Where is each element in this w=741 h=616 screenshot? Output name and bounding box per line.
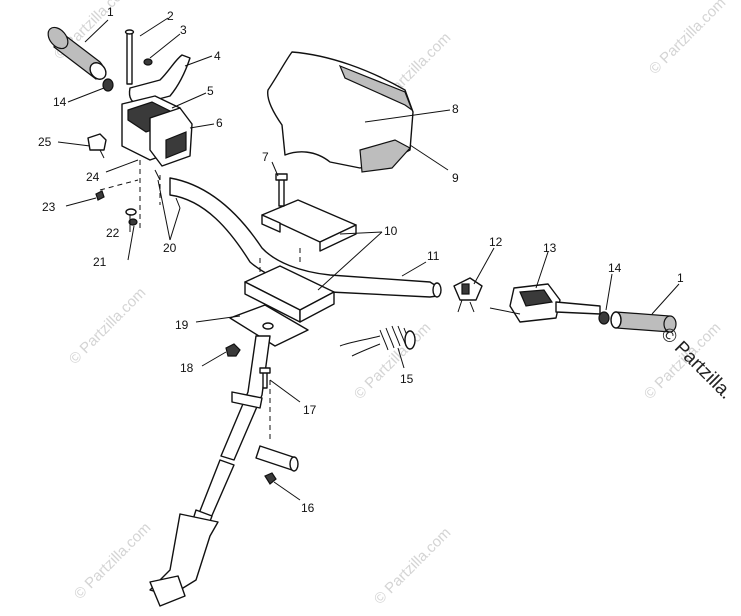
callout-5: 5	[207, 84, 214, 98]
callouts: 1 2 3 4 5 6 7 8 9 10 11 12 13 14 14 1 15…	[38, 5, 684, 515]
connector	[453, 277, 483, 313]
callout-25: 25	[38, 135, 52, 149]
callout-21: 21	[93, 255, 107, 269]
callout-11: 11	[427, 249, 440, 263]
watermark: © Partzilla.com	[646, 0, 729, 78]
nut	[143, 58, 153, 66]
coil	[339, 325, 416, 357]
handlebar	[169, 177, 442, 298]
callout-9: 9	[452, 171, 459, 185]
small-hardware	[87, 133, 181, 226]
callout-16: 16	[301, 501, 315, 515]
nut-18	[225, 343, 241, 357]
watermark: © Partzilla.com	[371, 524, 454, 607]
callout-17: 17	[303, 403, 317, 417]
grip-end-left	[102, 78, 114, 92]
callout-1-right: 1	[677, 271, 684, 285]
callout-3: 3	[180, 23, 187, 37]
callout-18: 18	[180, 361, 194, 375]
pin	[124, 29, 135, 85]
grip-end-right	[598, 311, 610, 325]
callout-6: 6	[216, 116, 223, 130]
clamp-upper	[261, 199, 357, 252]
switch	[149, 107, 193, 167]
callout-13: 13	[543, 241, 557, 255]
alignment-lines	[99, 160, 301, 440]
leader-lines	[57, 17, 680, 501]
steering-post	[149, 335, 271, 607]
watermark: © Partzilla.com	[351, 319, 434, 402]
callout-20: 20	[163, 241, 177, 255]
callout-8: 8	[452, 102, 459, 116]
callout-7: 7	[262, 150, 269, 164]
watermark: © Partzilla.com	[71, 519, 154, 602]
callout-14-left: 14	[53, 95, 67, 109]
sleeve	[255, 445, 299, 472]
clamp-lower	[244, 265, 335, 323]
callout-22: 22	[106, 226, 120, 240]
watermark: © Partzilla.com	[66, 284, 149, 367]
screw-17	[259, 367, 271, 389]
callout-4: 4	[214, 49, 221, 63]
callout-15: 15	[400, 372, 414, 386]
nut-16	[264, 472, 277, 485]
grip-left	[47, 26, 107, 80]
grip-right	[610, 311, 677, 333]
callout-10: 10	[384, 224, 398, 238]
windshield	[267, 51, 414, 173]
callout-1: 1	[107, 5, 114, 19]
brake-lever-assembly	[489, 283, 601, 323]
callout-19: 19	[175, 318, 189, 332]
callout-12: 12	[489, 235, 503, 249]
callout-2: 2	[167, 9, 174, 23]
callout-24: 24	[86, 170, 100, 184]
bolt	[275, 173, 288, 207]
callout-14-right: 14	[608, 261, 622, 275]
callout-23: 23	[42, 200, 56, 214]
throttle-lever	[128, 54, 191, 105]
